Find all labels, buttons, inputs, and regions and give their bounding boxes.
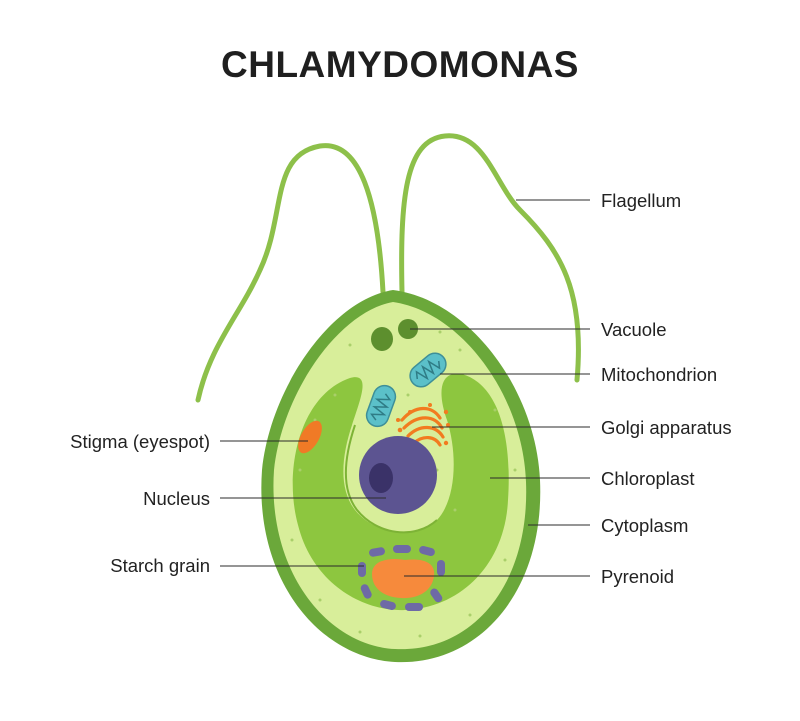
label-stigma: Stigma (eyespot) xyxy=(70,431,210,452)
vacuole-left xyxy=(371,327,393,351)
flagellum-right xyxy=(399,133,581,383)
label-flagellum: Flagellum xyxy=(601,190,681,211)
vacuole-right xyxy=(398,319,418,339)
stigma xyxy=(298,420,322,454)
flagellum-left xyxy=(195,143,386,403)
mitochondria xyxy=(365,352,447,428)
flagella xyxy=(195,133,581,403)
label-mitochondrion: Mitochondrion xyxy=(601,364,717,385)
pyrenoid xyxy=(372,558,435,599)
nucleus xyxy=(359,436,437,514)
diagram-title: CHLAMYDOMONAS xyxy=(221,44,579,85)
vacuoles xyxy=(371,319,418,351)
label-pyrenoid: Pyrenoid xyxy=(601,566,674,587)
label-chloroplast: Chloroplast xyxy=(601,468,695,489)
label-golgi-apparatus: Golgi apparatus xyxy=(601,417,732,438)
nucleolus xyxy=(369,463,393,493)
starch-grains xyxy=(358,545,445,611)
chloroplast-inner-edge xyxy=(344,424,438,534)
chloroplast xyxy=(292,373,509,611)
label-cytoplasm: Cytoplasm xyxy=(601,515,688,536)
pyrenoid-complex xyxy=(358,545,445,611)
label-nucleus: Nucleus xyxy=(143,488,210,509)
leader-lines xyxy=(220,199,590,577)
label-starch-grain: Starch grain xyxy=(110,555,210,576)
label-vacuole: Vacuole xyxy=(601,319,666,340)
